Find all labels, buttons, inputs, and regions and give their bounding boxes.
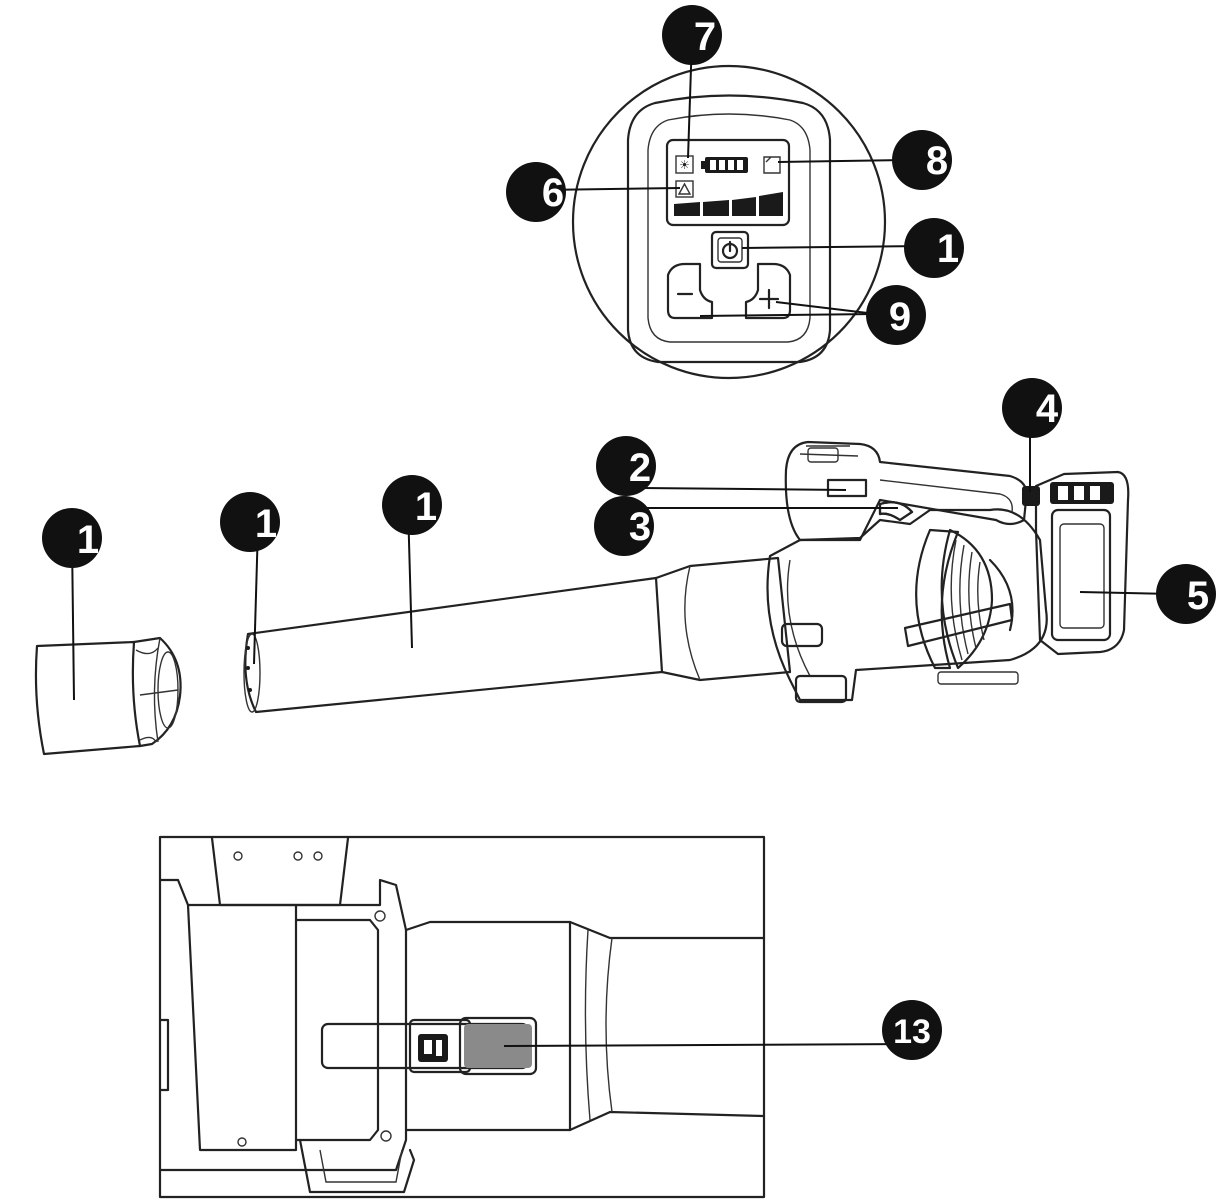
svg-text:2: 2: [629, 446, 651, 490]
cruise-control-switch[interactable]: [826, 478, 868, 498]
light-indicator-icon: [675, 155, 694, 174]
callout-2: 2: [596, 436, 656, 496]
control-panel-detail: ☀: [571, 64, 887, 380]
blower-tube: [243, 556, 792, 714]
display-window: [665, 138, 791, 227]
svg-text:☀: ☀: [679, 158, 690, 172]
detail-frame: [158, 835, 766, 1199]
speed-plus-button[interactable]: [744, 262, 792, 320]
svg-text:8: 8: [926, 139, 948, 183]
power-button[interactable]: [710, 230, 750, 270]
callout-1-tube-end: 1: [220, 492, 280, 552]
tube-lock-detail: [158, 835, 766, 1199]
battery-level-icon: [701, 157, 748, 173]
blower-assembly: [34, 440, 1130, 756]
plus-icon: [758, 288, 780, 310]
strap-loop: [903, 602, 1014, 648]
callout-8: 8: [892, 130, 952, 190]
callout-5: 5: [1156, 564, 1216, 624]
speed-minus-button[interactable]: [666, 262, 714, 320]
side-clip: [780, 622, 824, 648]
nozzle-attachment: [34, 636, 182, 756]
callout-7: 7: [662, 5, 722, 65]
callout-6: 6: [506, 162, 566, 222]
handle: [784, 440, 1028, 542]
svg-text:5: 5: [1187, 574, 1209, 618]
callout-1-power: 1: [904, 218, 964, 278]
callout-3: 3: [594, 496, 654, 556]
air-intake-grille: [940, 528, 994, 670]
svg-text:9: 9: [889, 295, 911, 339]
battery-pack: [1022, 470, 1130, 656]
callout-13: 13: [882, 1000, 942, 1060]
svg-text:1: 1: [415, 485, 437, 529]
lock-icon: [418, 1034, 448, 1062]
svg-text:7: 7: [694, 15, 716, 59]
svg-text:13: 13: [893, 1013, 931, 1051]
blower-housing: [766, 508, 1048, 704]
speed-level-bars: [674, 192, 783, 216]
callout-4: 4: [1002, 378, 1062, 438]
callout-1-nozzle: 1: [42, 508, 102, 568]
battery-release-latch[interactable]: [1050, 482, 1114, 504]
callout-9: 9: [866, 285, 926, 345]
detail-circle: [571, 64, 887, 380]
svg-text:6: 6: [542, 171, 564, 215]
svg-text:1: 1: [255, 502, 277, 546]
control-panel-housing: [626, 94, 832, 364]
battery-latch-button[interactable]: [1022, 486, 1040, 506]
callout-badges: 7 8 6 1 9 4 2 3: [42, 5, 1216, 1060]
fault-indicator-icon: [763, 156, 781, 174]
svg-text:1: 1: [937, 227, 959, 271]
svg-text:4: 4: [1036, 387, 1059, 431]
callout-1-tube: 1: [382, 475, 442, 535]
svg-text:3: 3: [629, 505, 651, 549]
svg-text:1: 1: [77, 518, 99, 562]
